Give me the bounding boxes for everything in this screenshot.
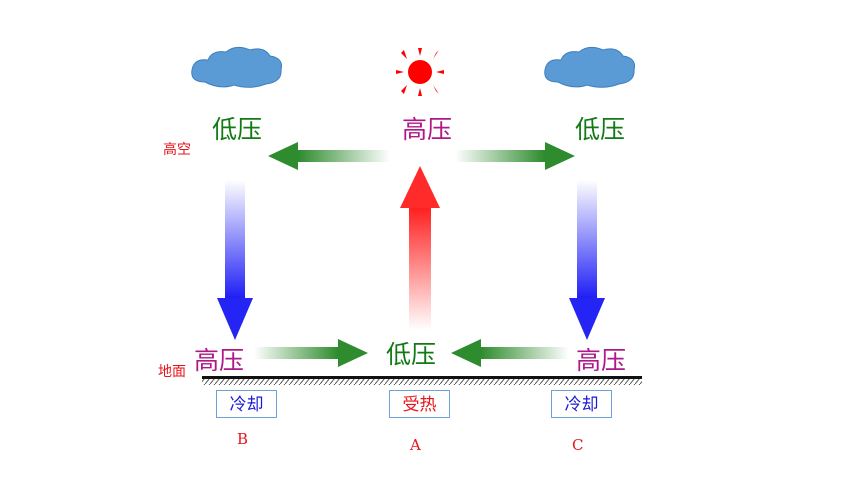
center-condition-box: 受热	[389, 390, 450, 418]
left-condition-box: 冷却	[216, 390, 277, 418]
cloud-icon	[544, 46, 635, 88]
altitude-ground-label: 地面	[158, 364, 186, 380]
cloud-icon	[191, 46, 282, 88]
left-sinking-arrow	[217, 180, 253, 340]
upper-right-pressure-label: 低压	[575, 115, 626, 144]
lower-right-pressure-label: 高压	[576, 346, 627, 375]
ground-surface	[202, 376, 642, 385]
upper-left-pressure-label: 低压	[212, 115, 263, 144]
lower-right-arrow	[451, 339, 569, 367]
center-rising-arrow	[400, 166, 440, 330]
location-c-label: C	[572, 436, 584, 454]
lower-center-pressure-label: 低压	[386, 340, 437, 369]
lower-left-arrow	[254, 339, 368, 367]
right-sinking-arrow	[569, 180, 605, 340]
upper-left-arrow	[268, 142, 390, 170]
location-a-label: A	[410, 436, 421, 454]
upper-right-arrow	[455, 142, 575, 170]
right-condition-box: 冷却	[551, 390, 612, 418]
location-b-label: B	[237, 430, 249, 448]
upper-center-pressure-label: 高压	[402, 115, 453, 144]
lower-left-pressure-label: 高压	[194, 346, 245, 375]
altitude-high-label: 高空	[163, 142, 191, 158]
sun-icon	[396, 48, 444, 96]
